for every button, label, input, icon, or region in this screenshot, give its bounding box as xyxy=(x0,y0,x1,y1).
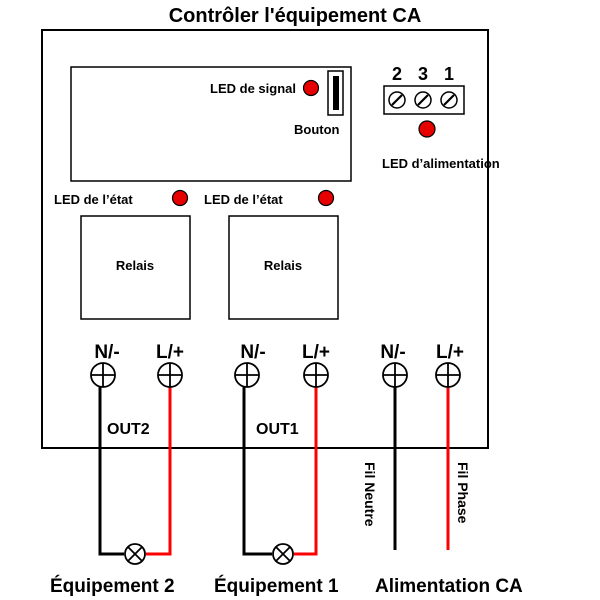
button-label: Bouton xyxy=(294,122,340,137)
signal-led-label: LED de signal xyxy=(210,81,296,96)
state-led-1 xyxy=(171,189,189,207)
bouton-switch[interactable] xyxy=(327,70,344,116)
equipment2-label: Équipement 2 xyxy=(50,575,175,597)
out2-neutral-wire xyxy=(98,387,124,556)
lamp-icon xyxy=(272,543,294,565)
lamp-icon xyxy=(124,543,146,565)
power-led-label: LED d’alimentation xyxy=(382,156,500,171)
equipment1-label: Équipement 1 xyxy=(214,575,339,597)
power-supply-label: Alimentation CA xyxy=(375,576,523,597)
state-led-label-1: LED de l’état xyxy=(54,192,133,207)
neutral-wire-label: Fil Neutre xyxy=(362,462,378,527)
pin-number-2: 2 xyxy=(392,64,402,84)
terminal-label-l-power: L/+ xyxy=(436,342,464,363)
relay-2-label: Relais xyxy=(264,258,302,273)
terminal-n-out1 xyxy=(234,362,260,388)
out1-phase-wire xyxy=(294,387,318,556)
phase-wire-label: Fil Phase xyxy=(455,462,471,524)
screw-terminal-icon xyxy=(440,91,458,109)
controller-board xyxy=(41,29,489,449)
control-module xyxy=(70,66,352,182)
screw-terminal-icon xyxy=(388,91,406,109)
signal-led xyxy=(302,79,320,97)
relay-1-label: Relais xyxy=(116,258,154,273)
terminal-label-l-out1: L/+ xyxy=(302,342,330,363)
terminal-label-l-out2: L/+ xyxy=(156,342,184,363)
terminal-label-n-power: N/- xyxy=(380,342,405,363)
terminal-l-power xyxy=(435,362,461,388)
out2-label: OUT2 xyxy=(107,421,150,438)
relay-1 xyxy=(80,215,191,320)
diagram-title: Contrôler l'équipement CA xyxy=(169,5,422,27)
power-led xyxy=(418,120,436,138)
terminal-n-power xyxy=(382,362,408,388)
out1-neutral-wire xyxy=(242,387,272,556)
terminal-n-out2 xyxy=(90,362,116,388)
screw-terminal-icon xyxy=(414,91,432,109)
terminal-label-n-out1: N/- xyxy=(240,342,265,363)
terminal-l-out2 xyxy=(157,362,183,388)
pin-number-1: 1 xyxy=(444,64,454,84)
out2-phase-wire xyxy=(146,387,172,556)
state-led-label-2: LED de l’état xyxy=(204,192,283,207)
out1-label: OUT1 xyxy=(256,421,299,438)
state-led-2 xyxy=(317,189,335,207)
terminal-label-n-out2: N/- xyxy=(94,342,119,363)
terminal-l-out1 xyxy=(303,362,329,388)
relay-2 xyxy=(228,215,339,320)
pin-number-3: 3 xyxy=(418,64,428,84)
